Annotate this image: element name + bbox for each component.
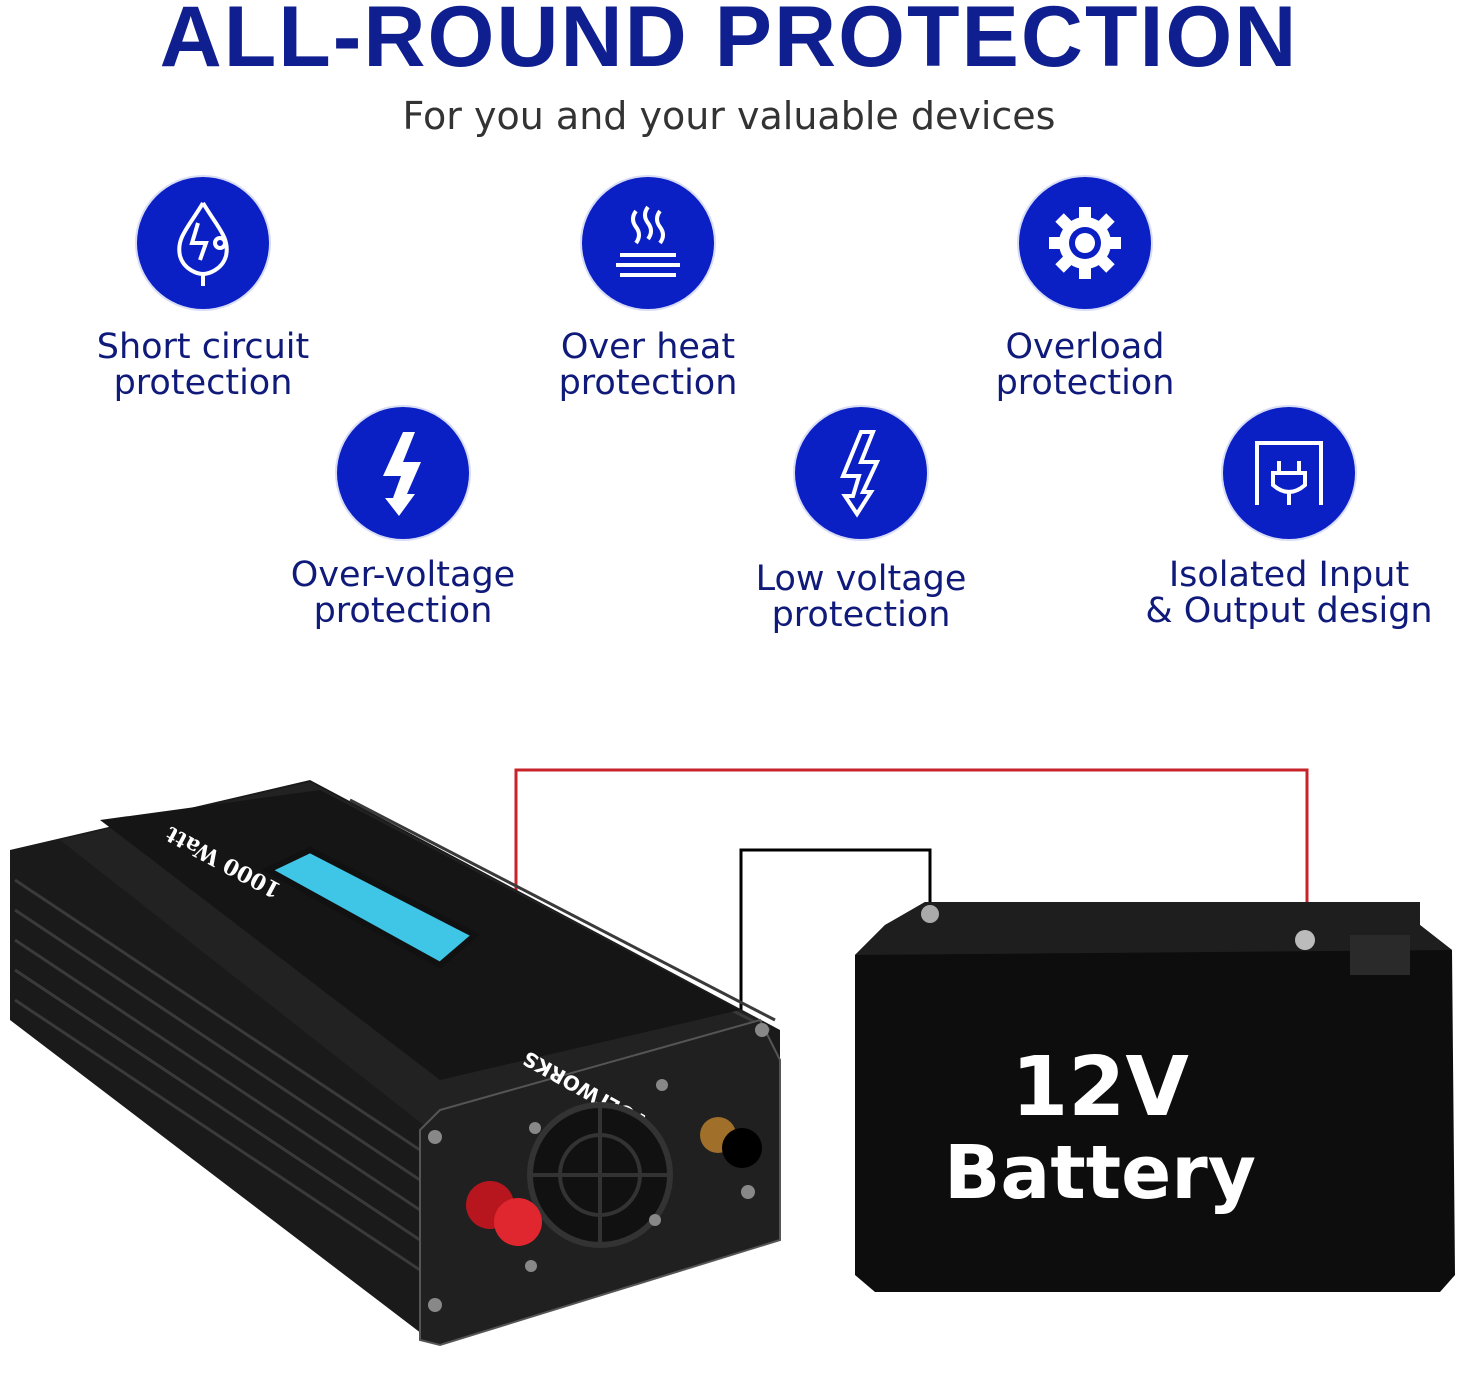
battery-voltage: 12V bbox=[1011, 1040, 1189, 1135]
positive-terminal bbox=[466, 1181, 542, 1246]
feature-isolated-io: Isolated Input& Output design bbox=[1109, 407, 1458, 629]
lightning-outline-icon bbox=[795, 407, 927, 539]
gear-icon bbox=[1019, 177, 1151, 309]
plug-icon bbox=[1223, 407, 1355, 539]
page-title: ALL-ROUND PROTECTION bbox=[159, 0, 1299, 85]
feature-label: Over-voltage bbox=[290, 555, 516, 595]
feature-label: & Output design bbox=[1145, 591, 1433, 631]
positive-battery-terminal bbox=[1295, 930, 1315, 950]
negative-wire bbox=[739, 848, 932, 1150]
negative-battery-terminal bbox=[921, 905, 939, 923]
inverter-battery-scene: 1000 Watt VOLTWORKS 12V Battery bbox=[10, 768, 1455, 1347]
feature-label: Low voltage bbox=[755, 559, 967, 599]
short-circuit-icon bbox=[137, 177, 269, 309]
feature-label: Overload bbox=[1005, 327, 1165, 367]
feature-label: protection bbox=[558, 363, 738, 403]
inverter: 1000 Watt VOLTWORKS bbox=[10, 780, 781, 1347]
feature-label: Isolated Input bbox=[1168, 555, 1410, 595]
page-subtitle: For you and your valuable devices bbox=[402, 94, 1056, 138]
feature-label: protection bbox=[771, 595, 951, 635]
lcd-display bbox=[261, 846, 481, 969]
feature-label: protection bbox=[113, 363, 293, 403]
battery: 12V Battery bbox=[855, 902, 1455, 1292]
feature-label: Over heat bbox=[560, 327, 736, 367]
battery-label: Battery bbox=[944, 1130, 1256, 1216]
lightning-bolt-icon bbox=[337, 407, 469, 539]
feature-label: protection bbox=[313, 591, 493, 631]
negative-terminal bbox=[700, 1117, 762, 1168]
feature-label: protection bbox=[995, 363, 1175, 403]
feature-label: Short circuit bbox=[96, 327, 310, 367]
heat-icon bbox=[582, 177, 714, 309]
